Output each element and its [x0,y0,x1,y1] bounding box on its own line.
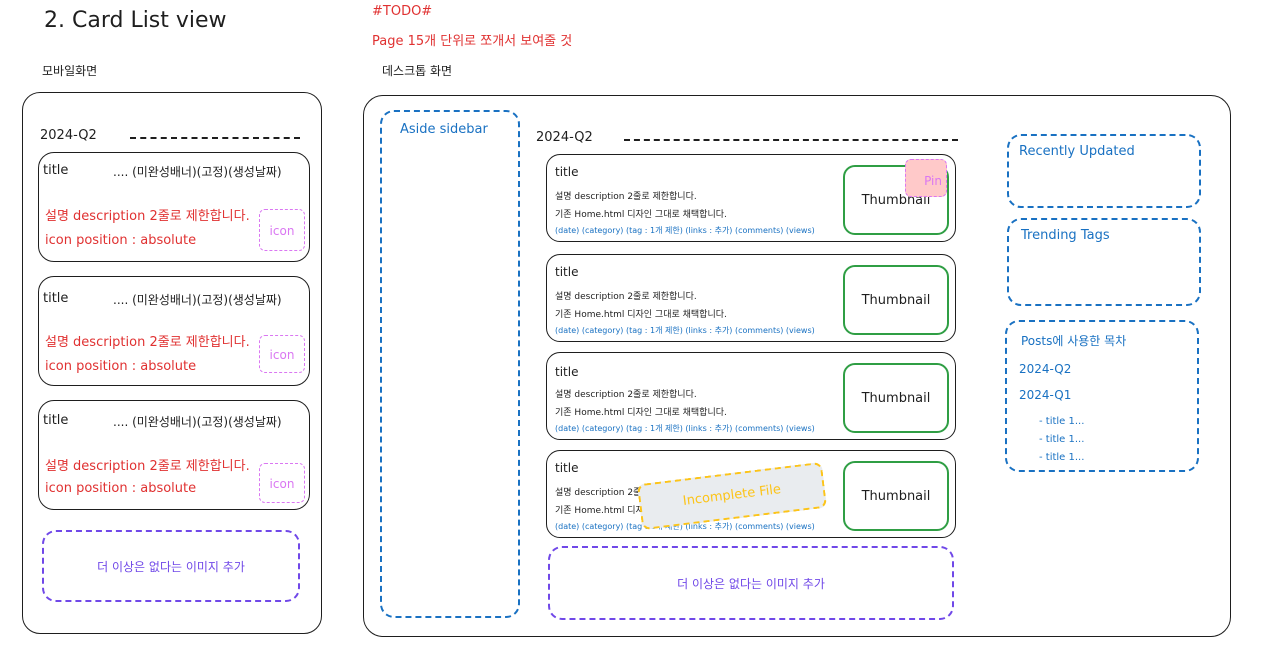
card-description: 설명 description 2줄로 제한합니다. [45,209,250,224]
trending-tags-title: Trending Tags [1021,228,1110,243]
todo-note: Page 15개 단위로 쪼개서 보여줄 것 [372,34,573,49]
card-meta: (date) (category) (tag : 1개 제한) (links :… [555,326,815,335]
aside-sidebar: Aside sidebar [380,110,520,618]
recently-updated-title: Recently Updated [1019,144,1135,159]
card-description: 설명 description 2줄로 제한합니다. [555,390,697,400]
desktop-card[interactable]: title 설명 description 2줄로 제한합니다. 기존 Home.… [546,352,956,440]
card-meta: (date) (category) (tag : 1개 제한) (links :… [555,226,815,235]
card-description-2: 기존 Home.html 디자인 그대로 채택합니다. [555,210,727,220]
toc-panel: Posts에 사용한 목차 2024-Q2 2024-Q1 - title 1.… [1005,320,1199,472]
icon-placeholder: icon [259,335,305,373]
card-description: 설명 description 2줄로 제한합니다. [555,192,697,202]
card-description: 설명 description 2줄로 제한합니다. [555,292,697,302]
incomplete-banner: Incomplete File [636,461,828,531]
trending-tags-panel: Trending Tags [1007,218,1201,306]
desktop-card[interactable]: title 설명 description 2줄로 제한합니다. 기존 Home.… [546,254,956,342]
recently-updated-panel: Recently Updated [1007,134,1201,208]
mobile-card[interactable]: title .... (미완성배너)(고정)(생성날짜) 설명 descript… [38,152,310,262]
thumbnail: Thumbnail [843,265,949,335]
thumbnail: Thumbnail [843,461,949,531]
toc-title: Posts에 사용한 목차 [1021,334,1127,348]
desktop-section-heading: 2024-Q2 [536,130,593,145]
card-meta: .... (미완성배너)(고정)(생성날짜) [113,293,282,307]
desktop-card[interactable]: title 설명 description 2줄로 제한합니다. 기존 Home.… [546,154,956,242]
toc-subitem[interactable]: - title 1... [1039,434,1085,445]
card-icon-note: icon position : absolute [45,481,197,496]
desktop-section-divider [624,139,958,141]
mobile-end-placeholder: 더 이상은 없다는 이미지 추가 [42,530,300,602]
card-icon-note: icon position : absolute [45,233,197,248]
card-description-2: 기존 Home.html 디자인 그대로 채택합니다. [555,310,727,320]
mobile-section-divider [130,137,300,139]
card-meta: .... (미완성배너)(고정)(생성날짜) [113,415,282,429]
icon-placeholder: icon [259,209,305,251]
card-description: 설명 description 2줄로 제한합니다. [555,488,697,498]
card-icon-note: icon position : absolute [45,359,197,374]
mobile-card[interactable]: title .... (미완성배너)(고정)(생성날짜) 설명 descript… [38,400,310,510]
mobile-section-heading: 2024-Q2 [40,128,97,143]
card-description: 설명 description 2줄로 제한합니다. [45,335,250,350]
toc-subitem[interactable]: - title 1... [1039,416,1085,427]
card-title: title [43,291,69,306]
desktop-label: 데스크톱 화면 [382,64,453,78]
toc-item[interactable]: 2024-Q2 [1019,362,1072,376]
card-description-2: 기존 Home.html 디자인 그대로 채택합니다. [555,408,727,418]
toc-item[interactable]: 2024-Q1 [1019,388,1072,402]
card-title: title [555,365,579,379]
todo-label: #TODO# [372,4,433,19]
card-meta: (date) (category) (tag : 1개 제한) (links :… [555,522,815,531]
desktop-end-placeholder: 더 이상은 없다는 이미지 추가 [548,546,954,620]
thumbnail: Thumbnail [843,363,949,433]
icon-placeholder: icon [259,463,305,503]
page-title: 2. Card List view [44,8,227,33]
card-title: title [555,265,579,279]
desktop-card[interactable]: title 설명 description 2줄로 제한합니다. 기존 Home.… [546,450,956,538]
card-meta: .... (미완성배너)(고정)(생성날짜) [113,165,282,179]
card-meta: (date) (category) (tag : 1개 제한) (links :… [555,424,815,433]
mobile-label: 모바일화면 [42,64,98,78]
desktop-frame [363,95,1231,637]
card-description: 설명 description 2줄로 제한합니다. [45,459,250,474]
card-title: title [43,163,69,178]
toc-subitem[interactable]: - title 1... [1039,452,1085,463]
card-title: title [555,461,579,475]
mobile-card[interactable]: title .... (미완성배너)(고정)(생성날짜) 설명 descript… [38,276,310,386]
aside-sidebar-label: Aside sidebar [400,122,488,137]
card-title: title [43,413,69,428]
mobile-frame [22,92,322,634]
pin-badge: Pin [905,159,947,197]
card-title: title [555,165,579,179]
